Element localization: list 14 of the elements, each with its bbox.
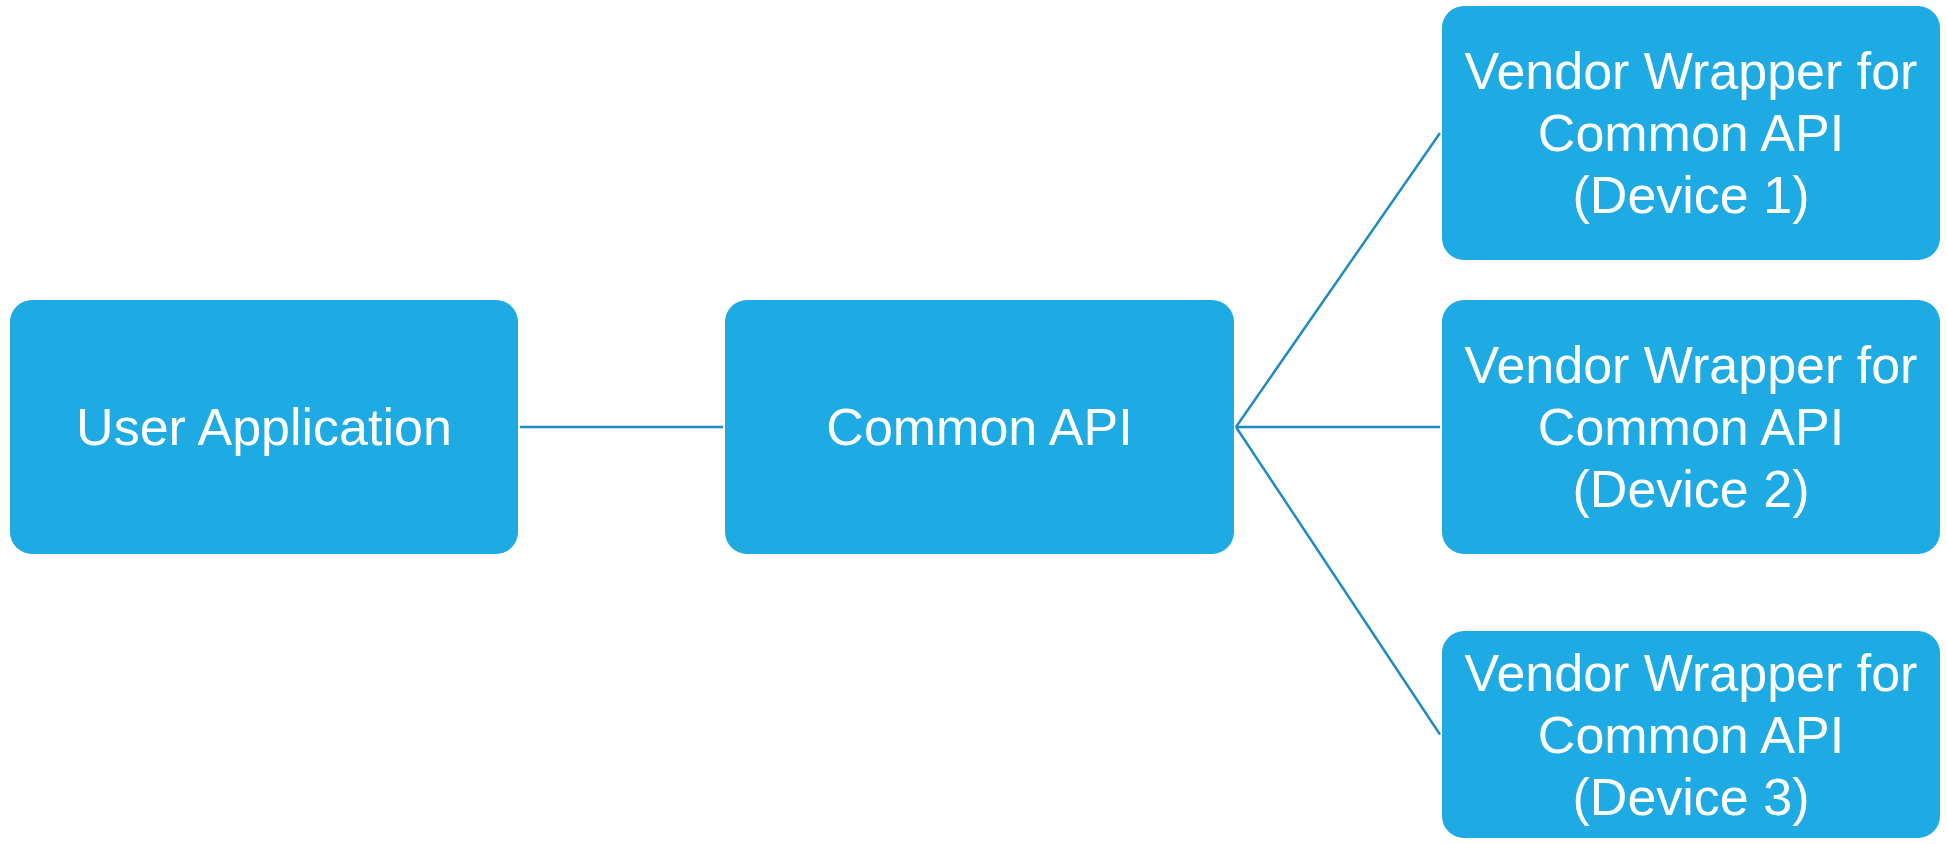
box-label: Common API	[826, 397, 1133, 458]
connector-line	[1236, 425, 1440, 429]
box-label: Vendor Wrapper for Common API (Device 1)	[1463, 41, 1919, 226]
process-box	[1442, 631, 1940, 838]
box-label: Vendor Wrapper for Common API (Device 3)	[1463, 642, 1919, 828]
process-box	[10, 300, 518, 554]
process-box	[1442, 300, 1940, 554]
process-box	[725, 300, 1234, 554]
process-box	[1442, 6, 1940, 260]
box-label: User Application	[76, 397, 452, 458]
connector-line	[520, 425, 723, 429]
connector-line	[1234, 132, 1442, 428]
box-label: Vendor Wrapper for Common API (Device 2)	[1463, 335, 1919, 520]
connector-line	[1234, 426, 1442, 736]
